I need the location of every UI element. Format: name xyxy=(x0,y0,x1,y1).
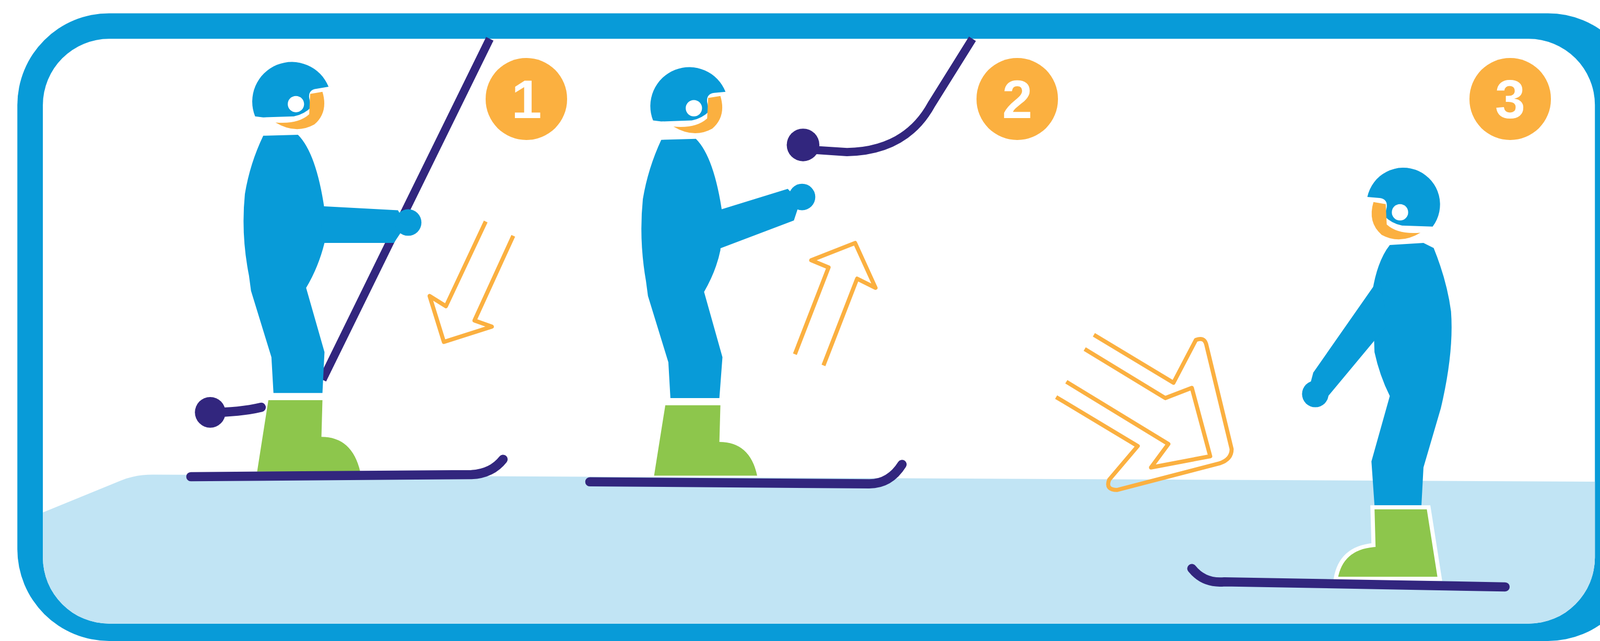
snow-slope xyxy=(42,474,1595,624)
face xyxy=(275,91,325,129)
body xyxy=(641,138,723,398)
arm xyxy=(1309,277,1388,398)
step-number: 3 xyxy=(1495,72,1526,127)
boot xyxy=(654,405,758,476)
body xyxy=(1371,242,1452,505)
step-number: 1 xyxy=(511,72,542,127)
face xyxy=(673,96,723,134)
skier-two xyxy=(589,38,973,484)
step-number: 2 xyxy=(1002,72,1033,127)
body xyxy=(243,134,325,393)
boot xyxy=(1335,507,1440,579)
direction-arrow xyxy=(1055,334,1232,490)
skier-one xyxy=(190,38,513,477)
ski xyxy=(190,459,503,477)
skier-three xyxy=(1055,167,1505,587)
lift-bar-end xyxy=(194,396,226,428)
lift-bar-end xyxy=(786,128,820,162)
hand xyxy=(1301,380,1329,408)
boot xyxy=(256,400,360,472)
ski xyxy=(589,464,902,484)
arm xyxy=(718,188,800,249)
lift-cable xyxy=(816,38,973,152)
hand xyxy=(394,209,422,237)
step-number-circle: 3 xyxy=(1469,57,1551,140)
ski xyxy=(1191,568,1505,587)
step-number-circle: 1 xyxy=(485,57,568,140)
goggle xyxy=(685,99,702,116)
goggle xyxy=(287,96,304,113)
goggle xyxy=(1391,204,1408,221)
direction-arrow xyxy=(794,242,876,366)
face xyxy=(1371,202,1421,240)
arm xyxy=(320,206,407,243)
direction-arrow xyxy=(429,221,514,343)
step-number-circle: 2 xyxy=(976,57,1058,140)
direction-arrow xyxy=(1066,348,1211,468)
hand xyxy=(789,183,816,211)
